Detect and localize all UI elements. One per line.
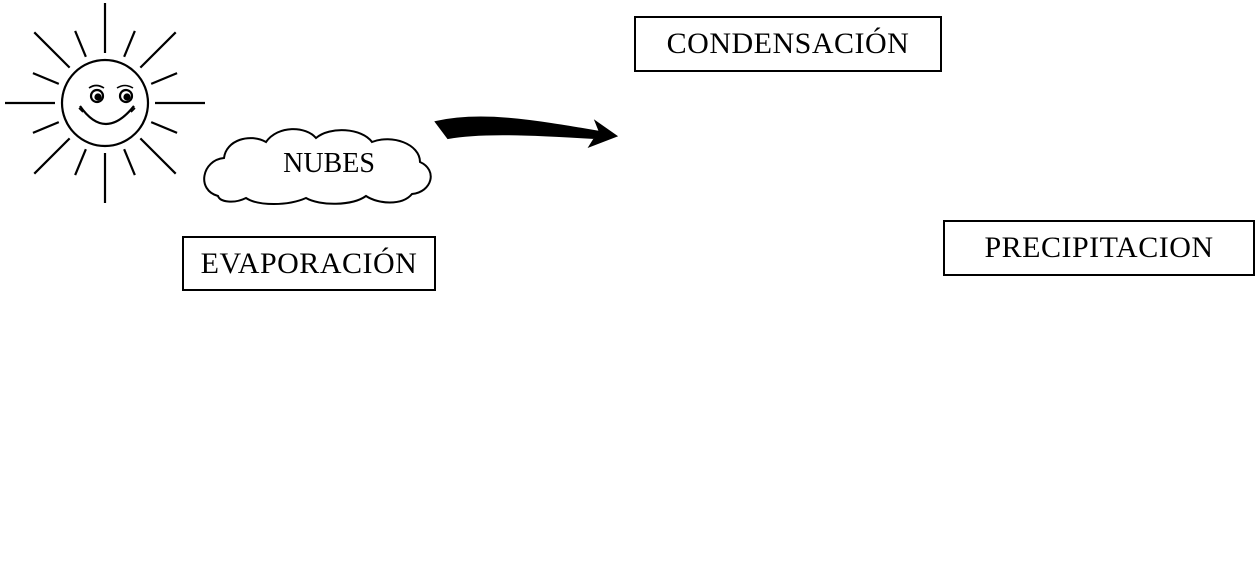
sun-ray (139, 137, 177, 175)
sun-ray (123, 30, 136, 58)
arrow-icon (434, 116, 619, 149)
precipitation-label: PRECIPITACION (943, 220, 1255, 276)
cloud-icon (203, 128, 432, 205)
evaporation-label: EVAPORACIÓN (182, 236, 436, 291)
condensation-label: CONDENSACIÓN (634, 16, 942, 72)
sun-ray (74, 148, 87, 176)
sun-ray (74, 30, 87, 58)
sun-ray (33, 31, 71, 69)
sun-ray (139, 31, 177, 69)
sun-ray (123, 148, 136, 176)
sun-ray (32, 72, 60, 85)
sun-ray (150, 121, 178, 134)
sun-ray (150, 72, 178, 85)
sun-ray (32, 121, 60, 134)
clouds-label: NUBES (283, 148, 375, 179)
sun-icon (5, 3, 205, 203)
sun-ray (33, 137, 71, 175)
